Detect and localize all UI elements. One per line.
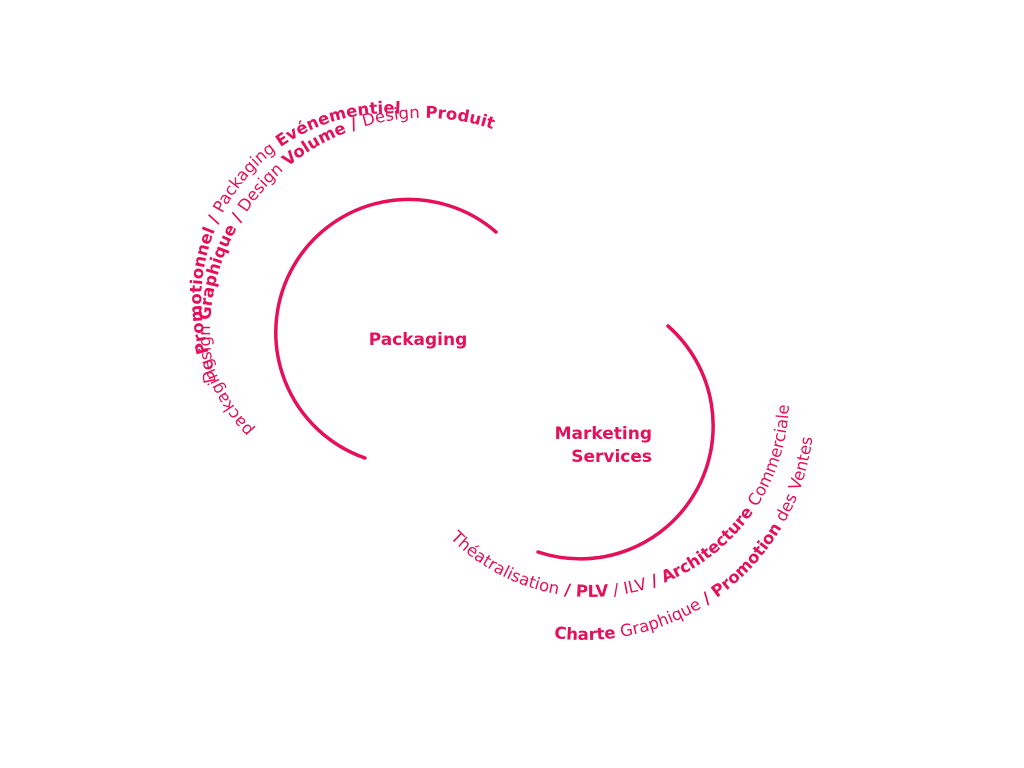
marketing-title-line1: Marketing	[555, 424, 652, 444]
arc-text-segment: /	[342, 112, 365, 136]
packaging-arc	[274, 197, 498, 460]
arc-text-segment: Théatralisation	[446, 526, 561, 598]
arc-text-segment: Charte	[553, 623, 616, 644]
arc-text-segment: PLV	[575, 581, 609, 601]
arc-text-segment: Graphique	[614, 594, 704, 641]
arc-text-segment: Produit	[425, 103, 497, 133]
arc-text-segment: packaging	[195, 352, 257, 441]
marketing-services-arc	[536, 324, 715, 561]
arc-text-segment: /	[643, 569, 666, 593]
arc-text-segment: /	[607, 579, 625, 600]
arc-text-segment: ILV	[622, 574, 649, 598]
marketing-title-line2: Services	[571, 447, 652, 467]
packaging-title: Packaging	[369, 330, 468, 350]
arc-text-segment: /	[558, 579, 577, 600]
